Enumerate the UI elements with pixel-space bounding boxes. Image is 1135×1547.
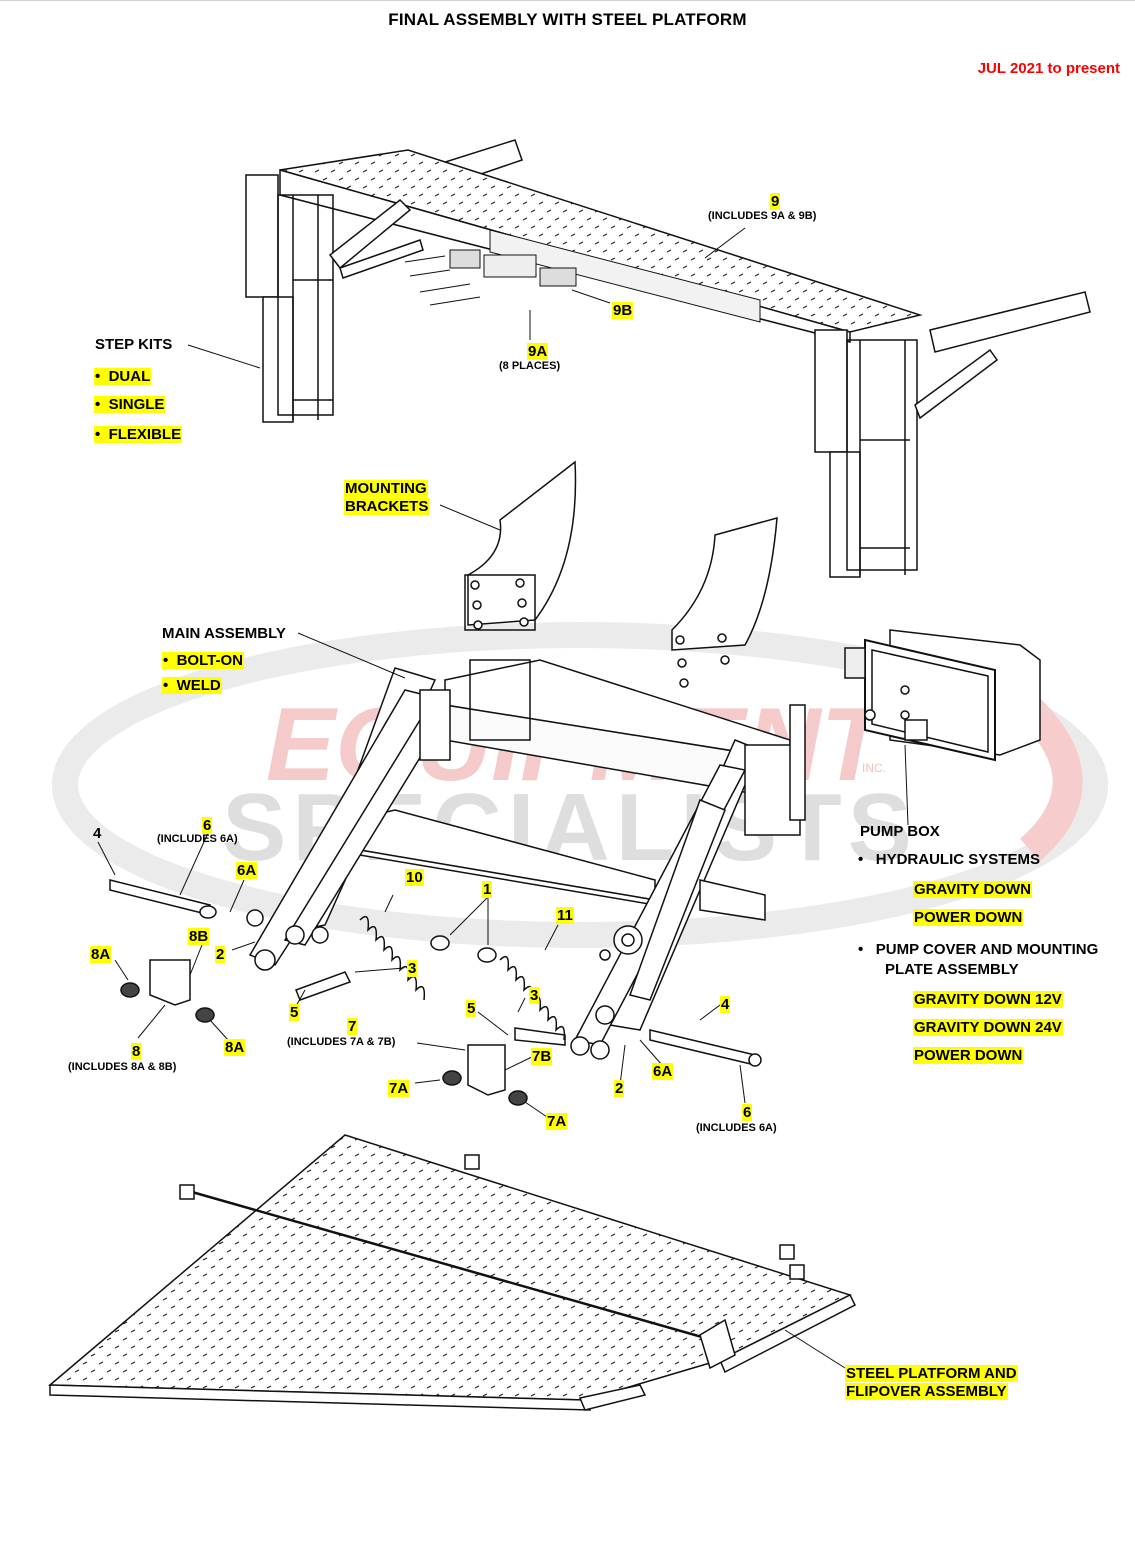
- callout-2-right: 2: [614, 1080, 625, 1097]
- main-assembly-label: MAIN ASSEMBLY: [162, 625, 286, 642]
- pump-cover-item-24v: GRAVITY DOWN 24V: [913, 1019, 1063, 1036]
- step-platform-drawing: [245, 139, 1091, 578]
- platform-drawing: [48, 1134, 857, 1411]
- mounting-brackets-drawing: [464, 460, 778, 688]
- pump-box-drawing: [844, 629, 1041, 762]
- callout-3-right: 3: [529, 987, 540, 1004]
- pump-cover-item-power-down: POWER DOWN: [913, 1047, 1024, 1064]
- callout-6-right-sub: (INCLUDES 6A): [696, 1122, 777, 1134]
- callout-7-sub: (INCLUDES 7A & 7B): [287, 1036, 396, 1048]
- callout-9-sub: (INCLUDES 9A & 9B): [708, 210, 817, 222]
- leader-lines: [97, 227, 909, 1369]
- callout-7: 7: [347, 1018, 358, 1035]
- callout-2-left: 2: [215, 946, 226, 963]
- date-range: JUL 2021 to present: [977, 60, 1120, 77]
- hydraulic-item-power-down: POWER DOWN: [913, 909, 1024, 926]
- callout-6-left-sub: (INCLUDES 6A): [157, 833, 238, 845]
- step-kits-label: STEP KITS: [95, 336, 173, 353]
- callout-8a-right: 8A: [224, 1039, 246, 1056]
- top-rule: [0, 0, 1135, 1]
- callout-1: 1: [482, 881, 493, 898]
- callout-6a-left: 6A: [236, 862, 258, 879]
- callout-9a-sub: (8 PLACES): [499, 360, 561, 372]
- callout-8a-left: 8A: [90, 946, 112, 963]
- step-kit-item-flexible: • FLEXIBLE: [94, 426, 183, 443]
- callout-4-left: 4: [93, 825, 102, 842]
- callout-3-left: 3: [407, 960, 418, 977]
- step-kit-item-dual: • DUAL: [94, 368, 152, 385]
- callout-6-left: 6: [202, 817, 213, 834]
- callout-8: 8: [131, 1043, 142, 1060]
- pump-cover-label: • PUMP COVER AND MOUNTING: [858, 941, 1099, 958]
- callout-6-right: 6: [742, 1104, 753, 1121]
- hydraulic-item-gravity-down: GRAVITY DOWN: [913, 881, 1032, 898]
- callout-6a-right: 6A: [652, 1063, 674, 1080]
- callout-5-right: 5: [466, 1000, 477, 1017]
- main-assembly-item-bolt-on: • BOLT-ON: [162, 652, 244, 669]
- callout-9a: 9A: [527, 343, 549, 360]
- callout-7a-left: 7A: [388, 1080, 410, 1097]
- pump-box-label: PUMP BOX: [860, 823, 940, 840]
- page-title: FINAL ASSEMBLY WITH STEEL PLATFORM: [388, 10, 747, 29]
- callout-8-sub: (INCLUDES 8A & 8B): [68, 1061, 177, 1073]
- main-assembly-drawing: [109, 659, 806, 1106]
- hydraulic-systems-label: • HYDRAULIC SYSTEMS: [858, 851, 1040, 868]
- callout-9: 9: [770, 193, 781, 210]
- callout-4-right: 4: [720, 996, 731, 1013]
- callout-7a-right: 7A: [546, 1113, 568, 1130]
- main-assembly-item-weld: • WELD: [162, 677, 222, 694]
- callout-9b: 9B: [612, 302, 634, 319]
- watermark-inc: INC.: [862, 761, 886, 775]
- callout-10: 10: [405, 869, 424, 886]
- callout-5-left: 5: [289, 1004, 300, 1021]
- callout-7b: 7B: [531, 1048, 553, 1065]
- pump-cover-label-line2: PLATE ASSEMBLY: [885, 961, 1019, 978]
- callout-11: 11: [556, 907, 574, 924]
- pump-cover-item-12v: GRAVITY DOWN 12V: [913, 991, 1063, 1008]
- callout-8b: 8B: [188, 928, 210, 945]
- step-kit-item-single: • SINGLE: [94, 396, 166, 413]
